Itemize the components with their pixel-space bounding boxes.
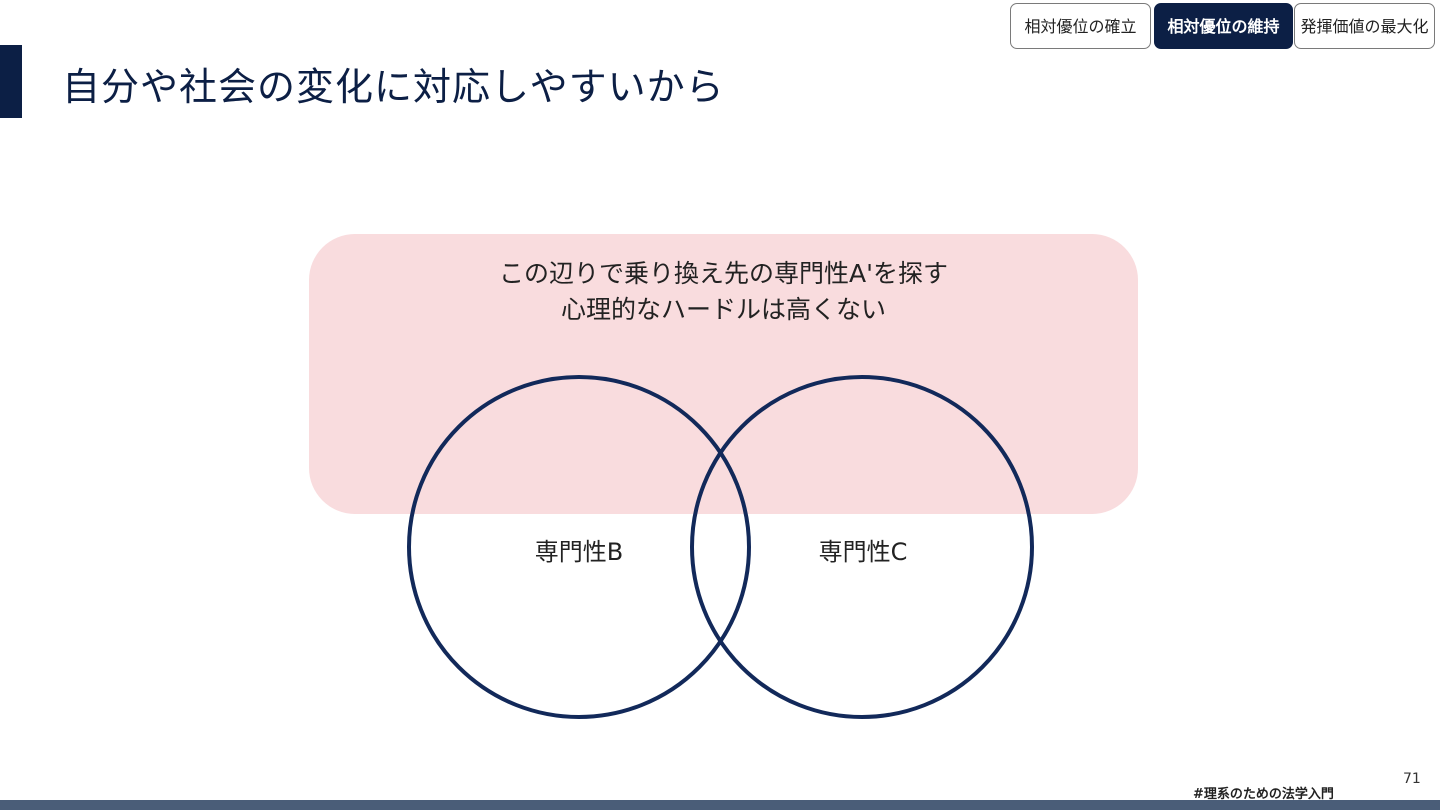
tab-establish-advantage[interactable]: 相対優位の確立 <box>1010 3 1151 49</box>
circle-label-b: 専門性B <box>534 538 624 566</box>
search-region-note: この辺りで乗り換え先の専門性A'を探す 心理的なハードルは高くない <box>309 256 1138 328</box>
circle-expertise-b <box>407 375 751 719</box>
tab-maximize-value[interactable]: 発揮価値の最大化 <box>1294 3 1435 49</box>
circle-label-c: 専門性C <box>818 538 908 566</box>
footer-bar <box>0 800 1440 810</box>
slide-title: 自分や社会の変化に対応しやすいから <box>62 65 725 109</box>
title-accent-bar <box>0 45 22 118</box>
note-line-2: 心理的なハードルは高くない <box>560 295 886 324</box>
search-region-box <box>309 234 1138 514</box>
circle-expertise-c <box>690 375 1034 719</box>
note-line-1: この辺りで乗り換え先の専門性A'を探す <box>499 259 948 288</box>
tab-maintain-advantage[interactable]: 相対優位の維持 <box>1154 3 1293 49</box>
page-number: 71 <box>1403 771 1421 787</box>
footer-hashtag: #理系のための法学入門 <box>1193 787 1334 802</box>
